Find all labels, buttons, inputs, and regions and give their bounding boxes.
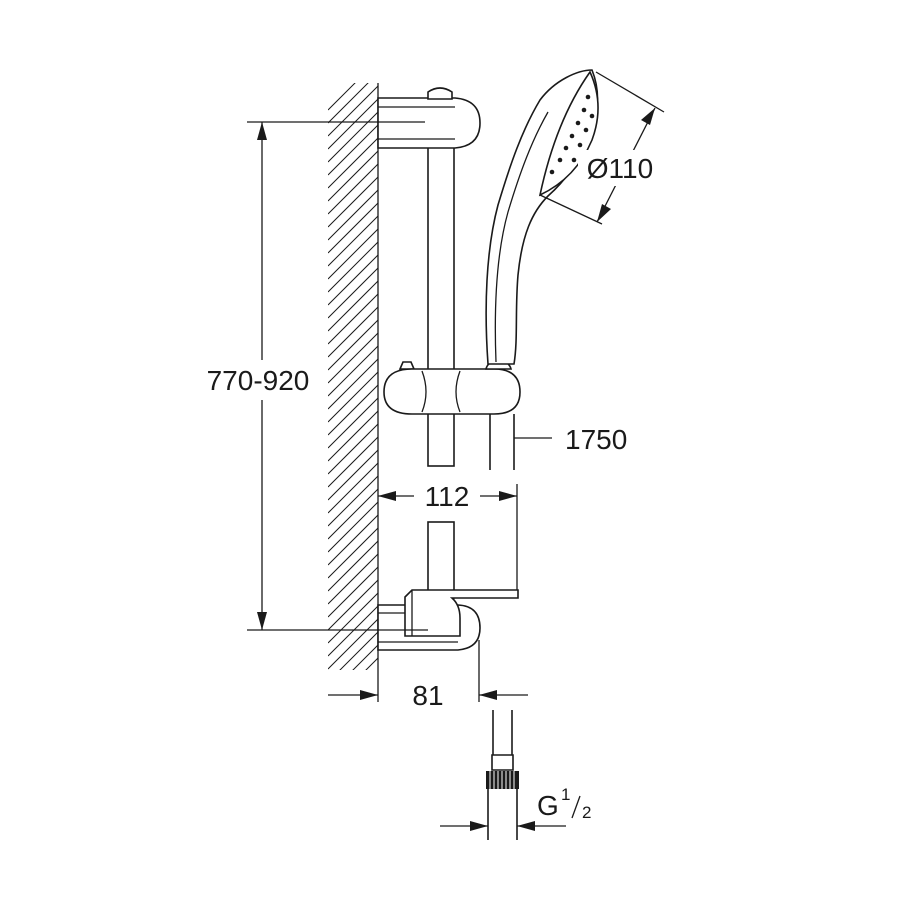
head-diameter-label: Ø110 [587,153,653,184]
shower-head-face [538,70,599,197]
soap-dish [404,589,519,637]
rail-offset-label: 112 [425,481,470,512]
spray-nozzles-icon [549,94,595,175]
top-wall-bracket [377,87,481,149]
bracket-depth-label: 81 [412,680,443,711]
thread-numerator-label: 1 [561,785,570,804]
slider-holder [383,360,521,415]
bracket-screw-cap [427,87,453,100]
bottom-wall-bracket [377,589,519,651]
dimension-thread-size: G 1 2 [440,785,591,831]
slider-button [398,361,416,370]
height-range-label: 770-920 [207,365,310,396]
wall-hatching [328,83,378,670]
hand-shower [485,69,599,365]
hose-segment [489,414,515,470]
dimension-head-diameter: Ø110 [539,71,665,225]
slide-rail [427,134,455,599]
hose-connector [486,710,519,840]
dimension-rail-offset: 112 [378,481,518,590]
dimension-bracket-depth: 81 [328,640,528,711]
dimension-height-range: 770-920 [195,121,428,631]
hose-length-label: 1750 [565,424,627,455]
dimension-hose-length: 1750 [514,424,627,455]
wall-section [328,83,379,702]
thread-main-label: G [537,790,559,821]
thread-denominator-label: 2 [582,803,591,822]
